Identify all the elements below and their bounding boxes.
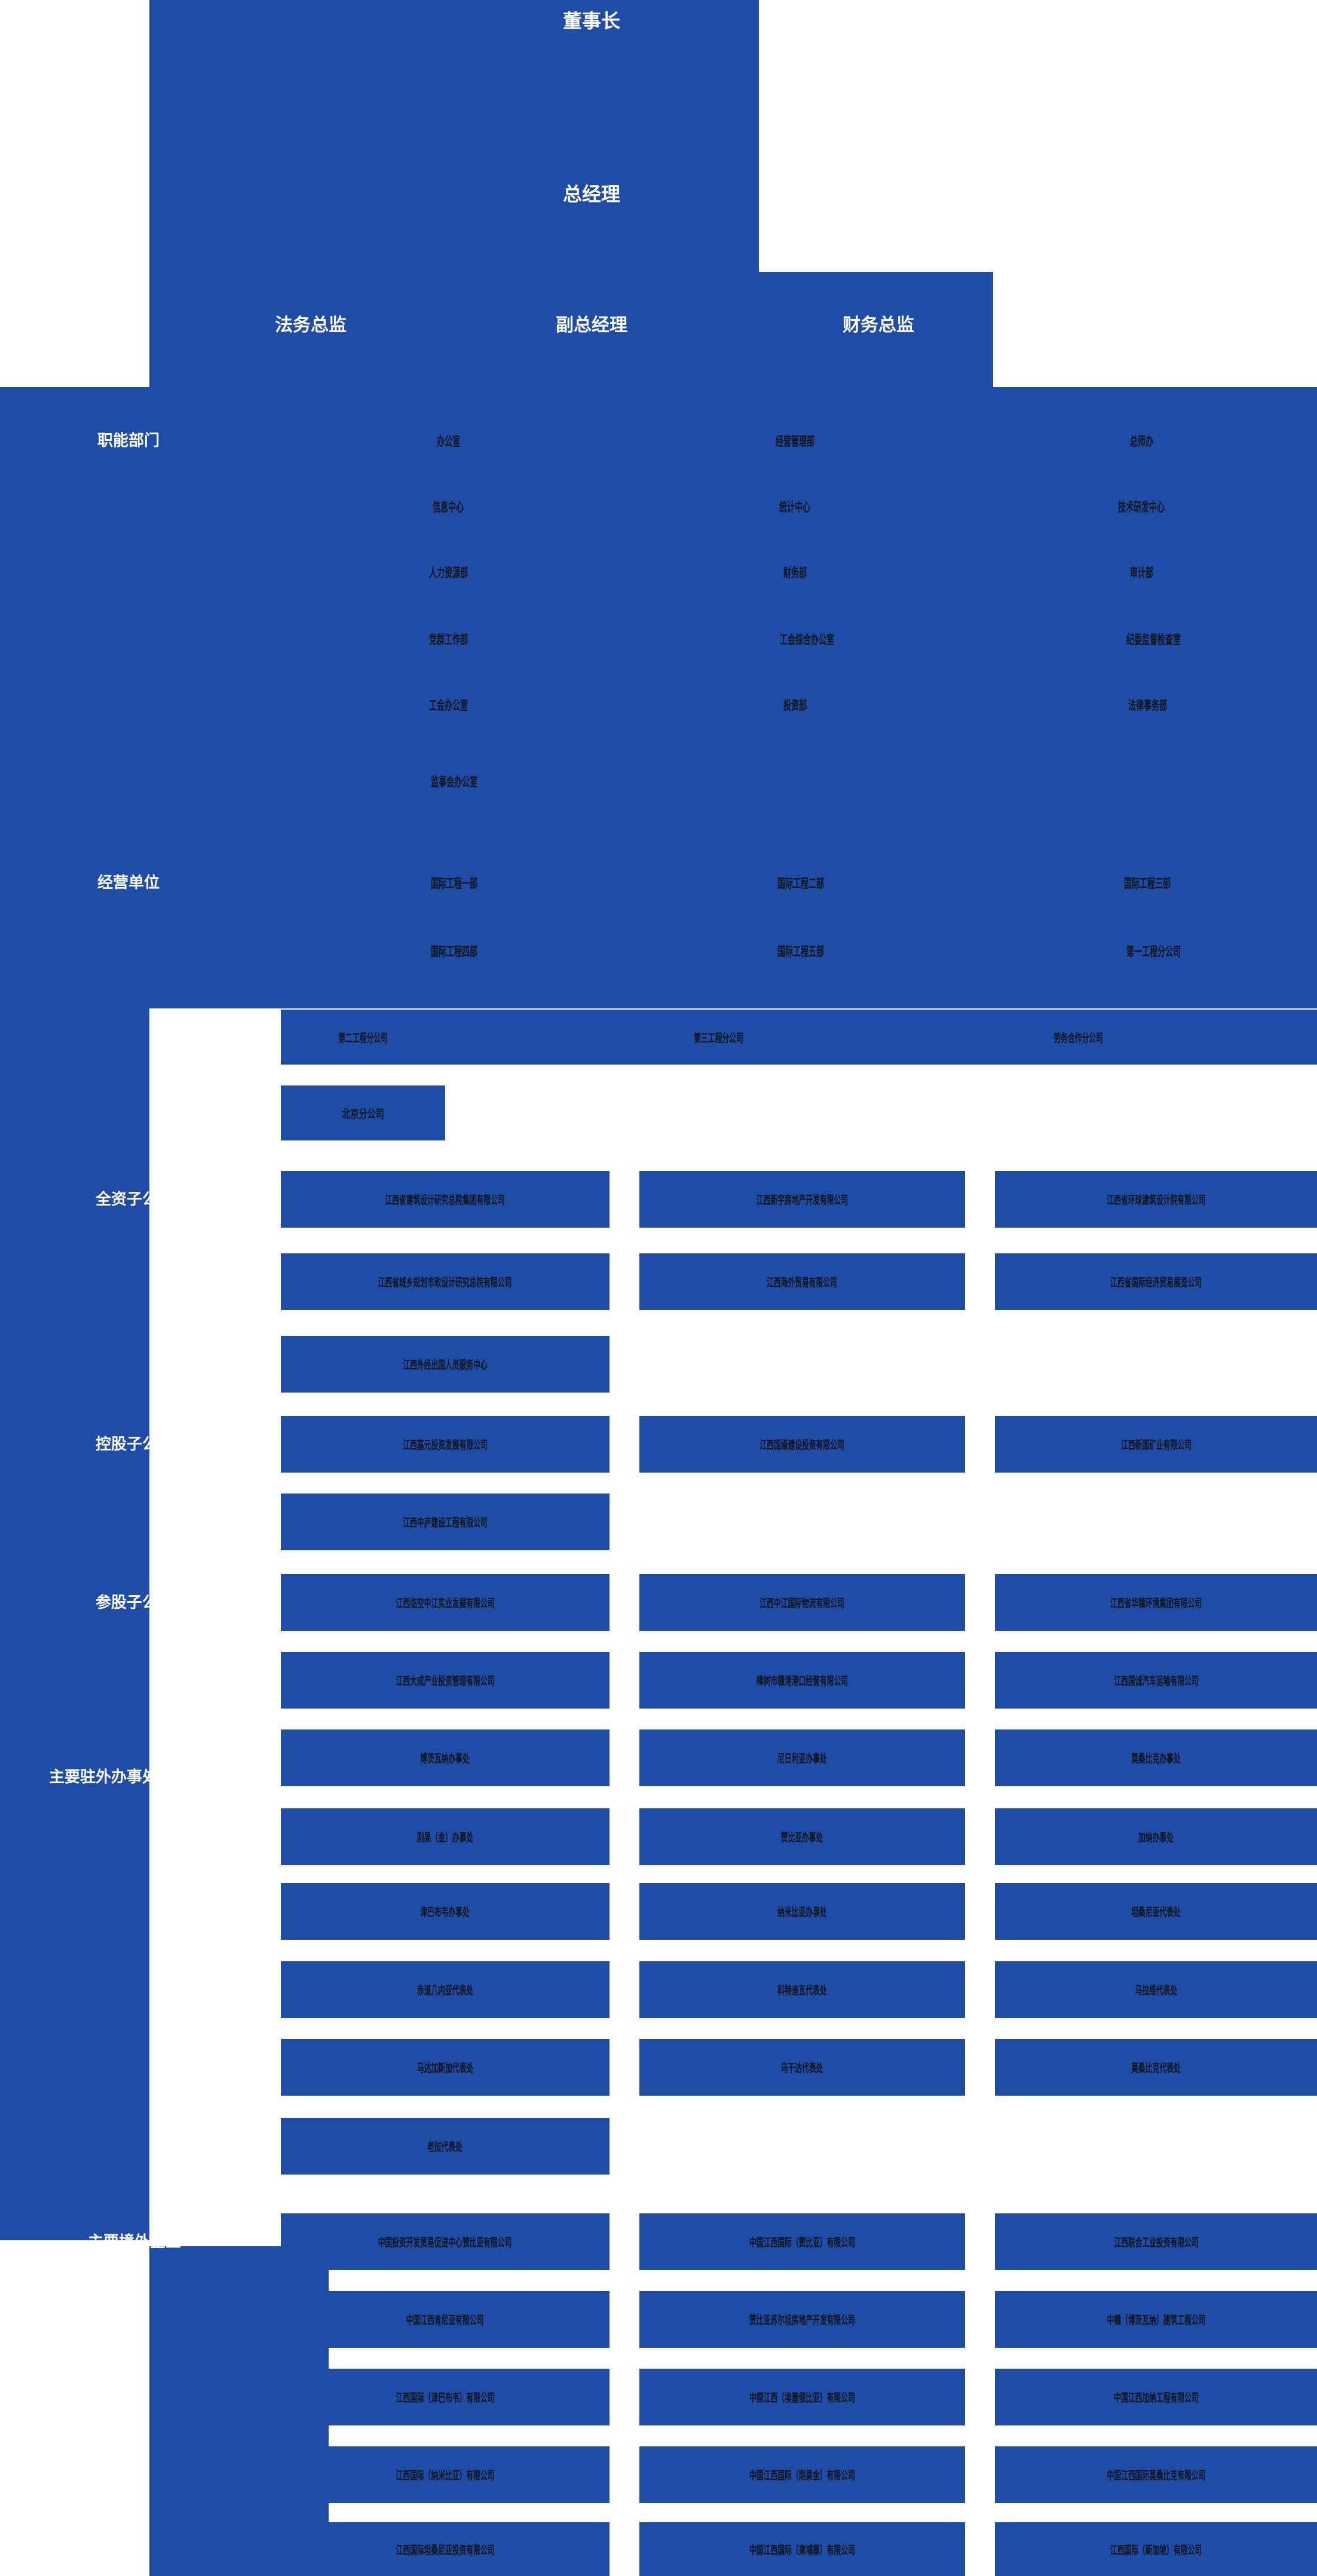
sub-part-6[interactable]: 江西国诚汽车运输有限公司 <box>995 1652 1317 1709</box>
section-label-business-units: 经营单位 <box>97 873 160 892</box>
office-uganda[interactable]: 乌干达代表处 <box>639 2039 965 2096</box>
general-manager-label: 总经理 <box>562 183 620 205</box>
dept-supervisory-board-office[interactable]: 监事会办公室 <box>430 775 478 789</box>
dept-discipline-inspection[interactable]: 纪委监督检查室 <box>1126 633 1181 647</box>
section-label-participating: 参股子公司 <box>95 1593 173 1612</box>
unit-intl-eng-2[interactable]: 国际工程二部 <box>777 877 825 891</box>
plate-main-body <box>0 387 1317 1008</box>
dept-finance[interactable]: 财务部 <box>783 566 807 580</box>
office-mozambique[interactable]: 莫桑比克办事处 <box>995 1729 1317 1786</box>
office-zambia[interactable]: 赞比亚办事处 <box>639 1808 965 1865</box>
dept-rnd-center[interactable]: 技术研发中心 <box>1117 501 1165 514</box>
dept-union-office[interactable]: 工会办公室 <box>428 699 468 713</box>
sub-wholly-5[interactable]: 江西海外贸易有限公司 <box>639 1253 965 1310</box>
dept-human-resources[interactable]: 人力资源部 <box>428 566 468 580</box>
office-malawi[interactable]: 马拉维代表处 <box>995 1961 1317 2018</box>
section-label-wholly-owned: 全资子公司 <box>95 1190 173 1209</box>
section-label-controlling: 控股子公司 <box>95 1435 173 1453</box>
ent-overseas-3[interactable]: 江西联合工业投资有限公司 <box>995 2213 1317 2270</box>
office-cote-divoire[interactable]: 科特迪瓦代表处 <box>639 1961 965 2018</box>
sub-control-2[interactable]: 江西国缘建设投资有限公司 <box>639 1416 965 1473</box>
sub-wholly-3[interactable]: 江西省环球建筑设计院有限公司 <box>995 1171 1317 1228</box>
dept-operations-management[interactable]: 经营管理部 <box>775 435 814 449</box>
ent-overseas-6[interactable]: 中赣（博茨瓦纳）建筑工程公司 <box>995 2291 1317 2348</box>
office-madagascar[interactable]: 马达加斯加代表处 <box>281 2039 610 2096</box>
unit-intl-eng-1[interactable]: 国际工程一部 <box>430 877 478 891</box>
plate-upper-body <box>149 0 759 272</box>
sub-control-3[interactable]: 江西新国矿业有限公司 <box>995 1416 1317 1473</box>
branch-eng-2[interactable]: 第二工程分公司 <box>281 1010 445 1065</box>
sub-part-5[interactable]: 樟树市赣港港口经营有限公司 <box>639 1652 965 1709</box>
sub-part-2[interactable]: 江西中江国际物流有限公司 <box>639 1574 965 1631</box>
section-label-overseas-enterprises: 主要境外企业 <box>87 2232 181 2251</box>
dept-investment[interactable]: 投资部 <box>783 699 807 713</box>
plate-exec-band <box>149 272 993 388</box>
dept-audit[interactable]: 审计部 <box>1129 566 1153 580</box>
sub-wholly-7[interactable]: 江西外经出国人员服务中心 <box>281 1336 610 1393</box>
office-mozambique-rep[interactable]: 莫桑比克代表处 <box>995 2039 1317 2096</box>
ent-overseas-5[interactable]: 赞比亚苏尔坦房地产开发有限公司 <box>639 2291 965 2348</box>
sub-wholly-2[interactable]: 江西新宇房地产开发有限公司 <box>639 1171 965 1228</box>
office-laos[interactable]: 老挝代表处 <box>281 2118 610 2175</box>
dept-chief-engineer-office[interactable]: 总师办 <box>1129 435 1153 449</box>
ent-overseas-15[interactable]: 江西国际（新加坡）有限公司 <box>995 2522 1317 2576</box>
branch-eng-3[interactable]: 第三工程分公司 <box>636 1010 801 1065</box>
finance-director-label: 财务总监 <box>843 315 914 335</box>
office-congo-kinshasa[interactable]: 刚果（金）办事处 <box>281 1808 610 1865</box>
sub-part-3[interactable]: 江西省华赣环境集团有限公司 <box>995 1574 1317 1631</box>
chairman-label: 董事长 <box>562 10 620 32</box>
branch-beijing[interactable]: 北京分公司 <box>281 1085 445 1140</box>
section-label-overseas-offices: 主要驻外办事处、代表处 <box>48 1768 220 1786</box>
sub-control-1[interactable]: 江西嘉元投资发展有限公司 <box>281 1416 610 1473</box>
node-legal-director[interactable]: 法务总监 <box>227 305 394 346</box>
office-botswana[interactable]: 博茨瓦纳办事处 <box>281 1729 610 1786</box>
ent-overseas-11[interactable]: 中国江西国际（刚果金）有限公司 <box>639 2446 965 2503</box>
dept-party-affairs[interactable]: 党群工作部 <box>428 633 468 647</box>
dept-statistics-center[interactable]: 统计中心 <box>779 501 811 514</box>
unit-intl-eng-4[interactable]: 国际工程四部 <box>430 945 478 959</box>
branch-labor-cooperation[interactable]: 劳务合作分公司 <box>992 1010 1165 1065</box>
node-general-manager[interactable]: 总经理 <box>520 173 663 215</box>
deputy-gm-label: 副总经理 <box>556 315 627 335</box>
office-nigeria[interactable]: 尼日利亚办事处 <box>639 1729 965 1786</box>
sub-control-4[interactable]: 江西中庐建设工程有限公司 <box>281 1494 610 1550</box>
ent-overseas-8[interactable]: 中国江西（埃塞俄比亚）有限公司 <box>639 2369 965 2425</box>
ent-overseas-1[interactable]: 中国投资开发贸易促进中心赞比亚有限公司 <box>281 2213 610 2270</box>
office-zimbabwe[interactable]: 津巴布韦办事处 <box>281 1883 610 1940</box>
office-ghana[interactable]: 加纳办事处 <box>995 1808 1317 1865</box>
dept-union-general-office[interactable]: 工会综合办公室 <box>779 633 834 647</box>
node-chairman[interactable]: 董事长 <box>520 0 663 42</box>
node-deputy-general-manager[interactable]: 副总经理 <box>508 305 675 346</box>
unit-intl-eng-3[interactable]: 国际工程三部 <box>1123 877 1171 891</box>
ent-overseas-13[interactable]: 江西国际坦桑尼亚投资有限公司 <box>281 2522 610 2576</box>
office-equatorial-guinea[interactable]: 赤道几内亚代表处 <box>281 1961 610 2018</box>
section-label-functional-departments: 职能部门 <box>97 431 160 450</box>
unit-intl-eng-5[interactable]: 国际工程五部 <box>777 945 825 959</box>
dept-office[interactable]: 办公室 <box>436 435 460 449</box>
sub-wholly-6[interactable]: 江西省国际经济贸易展览公司 <box>995 1253 1317 1310</box>
node-finance-director[interactable]: 财务总监 <box>795 305 962 346</box>
dept-legal-affairs[interactable]: 法律事务部 <box>1128 699 1167 713</box>
ent-overseas-12[interactable]: 中国江西国际莫桑比克有限公司 <box>995 2446 1317 2503</box>
unit-branch-eng-1[interactable]: 第一工程分公司 <box>1126 945 1181 959</box>
dept-information-center[interactable]: 信息中心 <box>432 501 464 514</box>
office-namibia[interactable]: 纳米比亚办事处 <box>639 1883 965 1940</box>
sub-part-1[interactable]: 江西临空中江实业发展有限公司 <box>281 1574 610 1631</box>
sub-wholly-4[interactable]: 江西省城乡规划市政设计研究总院有限公司 <box>281 1253 610 1310</box>
ent-overseas-7[interactable]: 江西国际（津巴布韦）有限公司 <box>281 2369 610 2425</box>
ent-overseas-4[interactable]: 中国江西肯尼亚有限公司 <box>281 2291 610 2348</box>
ent-overseas-10[interactable]: 江西国际（纳米比亚）有限公司 <box>281 2446 610 2503</box>
plate-left-rail <box>0 1008 149 2240</box>
ent-overseas-14[interactable]: 中国江西国际（柬埔寨）有限公司 <box>639 2522 965 2576</box>
legal-director-label: 法务总监 <box>275 315 347 335</box>
sub-part-4[interactable]: 江西大成产业投资管理有限公司 <box>281 1652 610 1709</box>
ent-overseas-9[interactable]: 中国江西加纳工程有限公司 <box>995 2369 1317 2425</box>
office-tanzania[interactable]: 坦桑尼亚代表处 <box>995 1883 1317 1940</box>
ent-overseas-2[interactable]: 中国江西国际（赞比亚）有限公司 <box>639 2213 965 2270</box>
sub-wholly-1[interactable]: 江西省建筑设计研究总院集团有限公司 <box>281 1171 610 1228</box>
